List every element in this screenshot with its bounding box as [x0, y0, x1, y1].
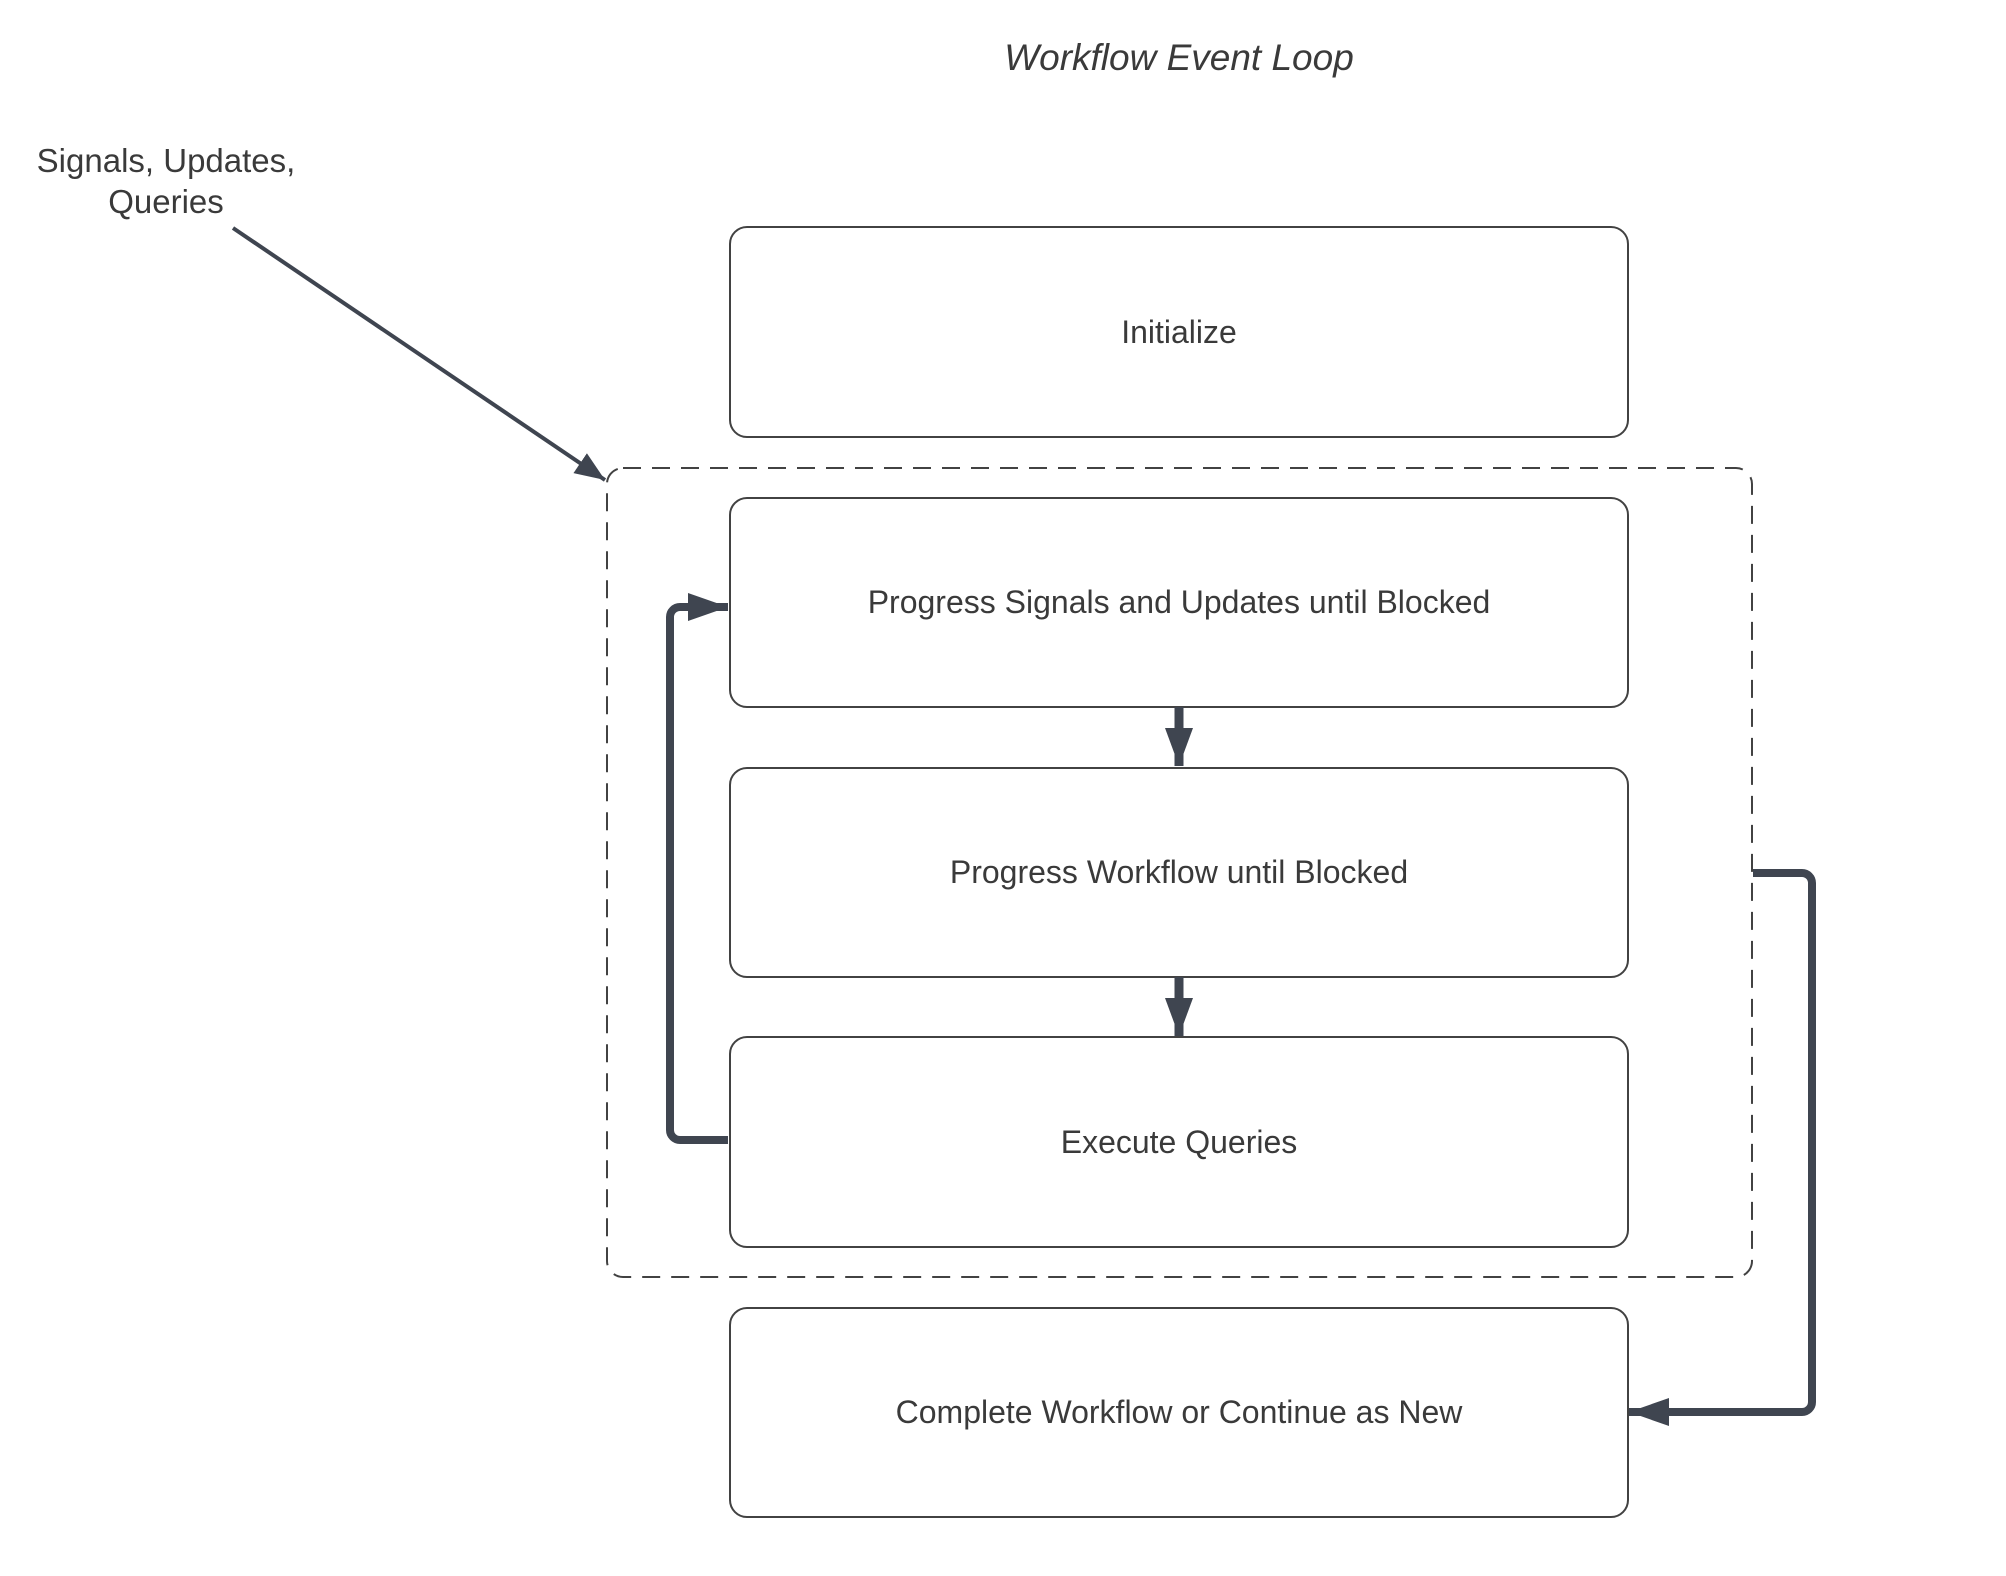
- exit-arrow: [1629, 869, 1816, 1426]
- complete-node: Complete Workflow or Continue as New: [729, 1307, 1629, 1518]
- progress-workflow-node-label: Progress Workflow until Blocked: [949, 854, 1409, 890]
- page-title: Workflow Event Loop: [1004, 37, 1354, 78]
- initialize-node-label: Initialize: [1121, 313, 1237, 350]
- initialize-node: Initialize: [729, 226, 1629, 438]
- signals-updates-queries-label: Signals, Updates, Queries: [10, 140, 322, 222]
- signals-label-line1: Signals, Updates,: [36, 142, 296, 179]
- signals-arrow: [231, 226, 607, 482]
- loop-back-arrow: [666, 593, 728, 1144]
- progress-workflow-node: Progress Workflow until Blocked: [729, 767, 1629, 978]
- progress-signals-node-label: Progress Signals and Updates until Block…: [867, 584, 1491, 620]
- execute-queries-node-label: Execute Queries: [1060, 1123, 1298, 1160]
- complete-node-label: Complete Workflow or Continue as New: [895, 1394, 1463, 1430]
- signals-label-line2: Queries: [108, 183, 224, 220]
- execute-queries-node: Execute Queries: [729, 1036, 1629, 1248]
- progress-signals-node: Progress Signals and Updates until Block…: [729, 497, 1629, 708]
